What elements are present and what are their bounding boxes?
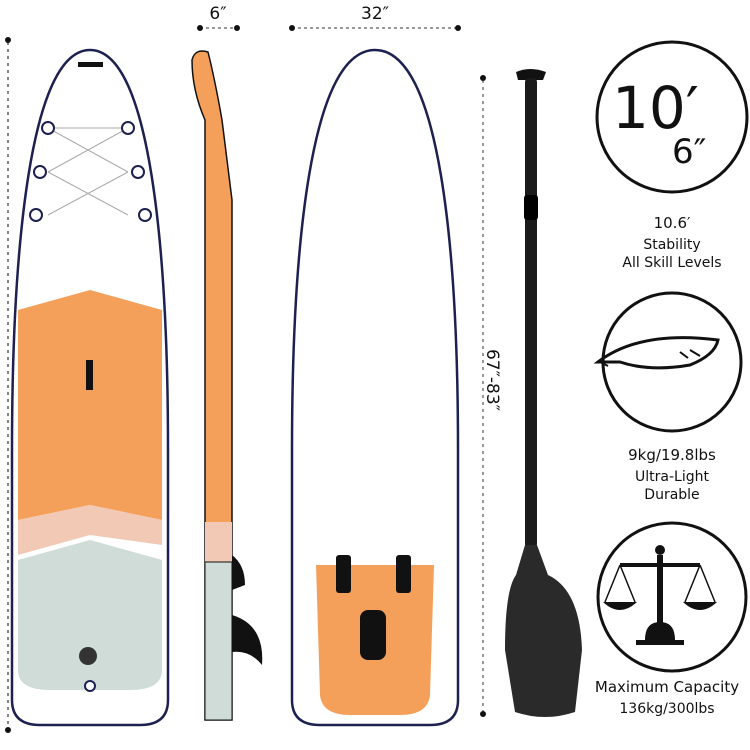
feature-capacity-line-1: 136kg/300lbs — [619, 701, 715, 717]
paddle-length-label: 67″-83″ — [482, 348, 502, 412]
badge-inches: 6″ — [672, 132, 707, 172]
paddle — [505, 69, 582, 717]
feature-length-line-2: All Skill Levels — [622, 255, 722, 271]
board-bottom-view — [290, 48, 460, 727]
length-badge-circle — [595, 40, 749, 194]
feature-capacity-title: Maximum Capacity — [594, 678, 740, 696]
feature-weight-line-2: Durable — [644, 487, 700, 503]
board-top-view — [10, 48, 170, 727]
feature-weight-title: 9kg/19.8lbs — [628, 446, 716, 464]
width-label: 32″ — [361, 4, 389, 24]
scale-icon — [596, 521, 748, 673]
badge-feet: 10′ — [612, 74, 699, 142]
width-dimension-line — [289, 25, 461, 31]
board-length-dimension-line — [5, 37, 11, 733]
feature-weight-line-1: Ultra-Light — [635, 469, 709, 485]
thickness-label: 6″ — [209, 4, 227, 24]
feather-icon — [593, 291, 743, 433]
paddle-length-dimension-line — [480, 75, 486, 717]
thickness-dimension-line — [197, 25, 240, 31]
feature-length-line-1: Stability — [643, 237, 701, 253]
board-side-view — [191, 50, 263, 721]
feature-length-title: 10.6′ — [653, 214, 691, 232]
